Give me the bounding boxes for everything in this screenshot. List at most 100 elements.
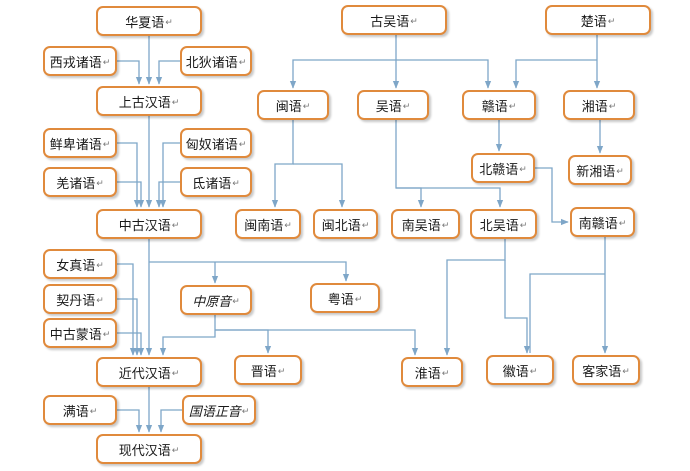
node-label: 女真语 [56,258,96,274]
connector-line [157,409,182,433]
node-huai: 淮语↵ [401,357,463,387]
return-mark: ↵ [284,221,292,231]
node-jindai: 近代汉语↵ [96,357,202,387]
node-label: 淮语 [414,366,441,382]
return-mark: ↵ [102,58,111,68]
node-label: 吴语 [375,99,402,115]
node-qidan: 契丹语↵ [43,284,117,314]
connector-line [117,181,145,208]
return-mark: ↵ [618,219,627,229]
node-label: 近代汉语 [118,366,171,382]
node-label: 鲜卑诸语 [49,137,102,153]
connector-line [117,409,143,433]
node-label: 上古汉语 [118,95,171,111]
node-label: 满语 [62,404,89,420]
node-man: 满语↵ [43,395,117,425]
node-label: 湘语 [581,99,608,115]
connector-line [215,329,419,356]
node-gan: 赣语↵ [462,90,536,120]
connector-line [529,273,605,353]
node-label: 客家语 [582,364,622,380]
connector-line [117,332,145,356]
return-mark: ↵ [529,367,538,377]
node-minbei: 闽北语↵ [313,209,378,239]
node-label: 国语正音 [188,404,241,420]
connector-line [117,60,143,85]
node-zhongyuanyin: 中原音↵ [180,285,252,315]
node-label: 南吴语 [401,218,441,234]
return-mark: ↵ [241,407,250,417]
connector-line [535,167,569,226]
node-xianbei: 鲜卑诸语↵ [43,128,117,158]
return-mark: ↵ [519,165,527,175]
connector-line [159,142,180,208]
node-minnan: 闽南语↵ [235,209,301,239]
connector-line [215,329,272,354]
node-label: 羌诸语 [56,176,96,192]
node-beidi: 北狄诸语↵ [180,46,252,76]
connector-line [117,298,141,356]
return-mark: ↵ [102,330,111,340]
node-hakka: 客家语↵ [572,355,640,385]
node-wu: 吴语↵ [357,90,429,120]
node-xiongnu: 匈奴诸语↵ [180,128,252,158]
node-xiandai: 现代汉语↵ [96,434,202,464]
return-mark: ↵ [441,221,450,231]
node-label: 北狄诸语 [185,55,238,71]
return-mark: ↵ [277,367,286,377]
connector-line [149,261,350,282]
return-mark: ↵ [89,407,98,417]
return-mark: ↵ [508,102,517,112]
node-label: 晋语 [250,364,277,380]
return-mark: ↵ [96,261,104,271]
node-nanwu: 南吴语↵ [391,209,460,239]
connector-line [512,59,597,89]
node-label: 闽北语 [321,218,361,234]
node-label: 闽语 [275,99,302,115]
node-label: 中古汉语 [118,218,171,234]
node-label: 氐诸语 [192,176,232,192]
return-mark: ↵ [171,369,180,379]
node-label: 匈奴诸语 [185,137,238,153]
node-zhonggumeng: 中古蒙语↵ [43,318,117,348]
node-huaxia: 华夏语↵ [96,6,202,36]
node-beiwu: 北吴语↵ [470,209,537,239]
node-label: 古吴语 [370,14,410,30]
connector-line [117,142,141,208]
node-guoyu: 国语正音↵ [182,395,256,425]
connector-line [443,239,506,356]
node-label: 中古蒙语 [49,327,102,343]
node-label: 新湘语 [576,164,616,180]
node-hui: 徽语↵ [486,355,554,385]
node-label: 闽南语 [244,218,284,234]
node-zhonggu: 中古汉语↵ [96,209,202,239]
return-mark: ↵ [232,179,240,189]
connector-line [504,260,531,354]
return-mark: ↵ [171,446,180,456]
node-label: 契丹语 [56,293,96,309]
connector-line [289,59,396,89]
connector-line [271,120,294,208]
node-label: 粤语 [327,292,354,308]
node-xiang: 湘语↵ [563,90,635,120]
node-yue: 粤语↵ [310,283,380,313]
node-label: 徽语 [502,364,529,380]
connector-line [159,315,216,356]
node-label: 西戎诸语 [49,55,102,71]
node-label: 南赣语 [578,216,618,232]
node-guwu: 古吴语↵ [341,5,447,35]
node-label: 楚语 [580,14,607,30]
return-mark: ↵ [238,140,247,150]
return-mark: ↵ [165,18,173,28]
connector-line [396,59,492,89]
connector-line [155,60,180,85]
connector-line [155,181,180,208]
return-mark: ↵ [96,296,104,306]
return-mark: ↵ [608,102,617,112]
return-mark: ↵ [238,58,247,68]
node-di: 氐诸语↵ [180,167,252,197]
return-mark: ↵ [622,367,630,377]
return-mark: ↵ [616,167,624,177]
